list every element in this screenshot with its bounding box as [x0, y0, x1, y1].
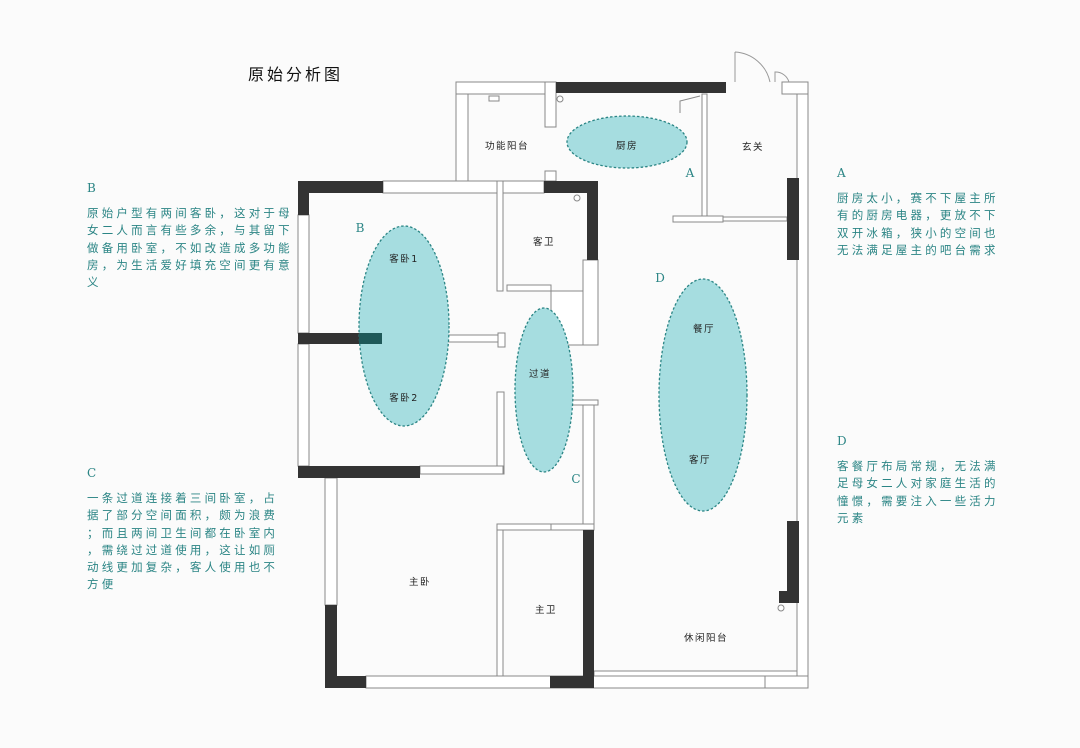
room-kitchen: 厨房 [616, 140, 638, 152]
note-b: B 原始户型有两间客卧，这对于母 女二人而言有些多余，与其留下 做备用卧室，不如… [87, 180, 293, 291]
room-leisure-balcony: 休闲阳台 [684, 632, 728, 644]
marker-c: C [571, 472, 580, 486]
room-master-bedroom: 主卧 [409, 576, 431, 588]
note-line: 方便 [87, 577, 117, 592]
note-line: 元素 [837, 510, 867, 525]
zone-corridor [514, 307, 574, 473]
note-line: 无法满足屋主的吧台需求 [837, 242, 999, 257]
room-guest-bath: 客卫 [533, 236, 555, 248]
note-line: 据了部分空间面积，颇为浪费 [87, 508, 279, 523]
marker-a: A [685, 166, 695, 180]
note-line: 厨房太小，赛不下屋主所 [837, 191, 999, 206]
page-title: 原始分析图 [248, 65, 344, 84]
note-line: 义 [87, 275, 102, 290]
note-d-letter: D [837, 434, 847, 448]
note-a-letter: A [837, 166, 846, 180]
note-line: 动线更加复杂，客人使用也不 [87, 560, 279, 575]
note-line: 做备用卧室，不如改造成多功能 [87, 240, 293, 255]
room-guest-bedroom-1: 客卧1 [389, 253, 419, 265]
room-corridor: 过道 [529, 368, 551, 380]
wall-overlap [359, 333, 382, 344]
structural-walls [298, 82, 799, 688]
marker-b: B [356, 221, 365, 235]
note-line: 房，为生活爱好填充空间更有意 [87, 257, 293, 272]
note-d: D 客餐厅布局常规，无法满 足母女二人对家庭生活的 憧憬，需要注入一些活力 元素 [837, 433, 1037, 527]
room-guest-bedroom-2: 客卧2 [389, 392, 419, 404]
note-a: A 厨房太小，赛不下屋主所 有的厨房电器，更放不下 双开冰箱，狭小的空间也 无法… [837, 165, 1037, 259]
note-line: 客餐厅布局常规，无法满 [837, 459, 999, 474]
note-line: 有的厨房电器，更放不下 [837, 208, 999, 223]
room-living: 客厅 [689, 454, 711, 466]
room-master-bath: 主卫 [535, 604, 557, 616]
note-c: C 一条过道连接着三间卧室，占 据了部分空间面积，颇为浪费 ；而且两间卫生间都在… [87, 465, 287, 593]
zone-living-dining [658, 278, 748, 512]
room-entrance: 玄关 [742, 141, 764, 153]
note-line: ，需绕过过道使用，这让如厕 [87, 542, 279, 557]
room-utility-balcony: 功能阳台 [485, 140, 529, 152]
note-line: 足母女二人对家庭生活的 [837, 476, 999, 491]
zone-guest-bedrooms [358, 225, 450, 427]
note-b-letter: B [87, 181, 96, 195]
note-line: 女二人而言有些多余，与其留下 [87, 223, 293, 238]
note-line: ；而且两间卫生间都在卧室内 [87, 525, 279, 540]
room-dining: 餐厅 [693, 323, 715, 335]
marker-d: D [655, 271, 665, 285]
note-c-letter: C [87, 466, 97, 480]
note-line: 原始户型有两间客卧，这对于母 [87, 206, 293, 221]
note-line: 憧憬，需要注入一些活力 [837, 493, 999, 508]
note-line: 双开冰箱，狭小的空间也 [837, 225, 999, 240]
zone-kitchen [566, 115, 688, 169]
note-line: 一条过道连接着三间卧室，占 [87, 491, 279, 506]
